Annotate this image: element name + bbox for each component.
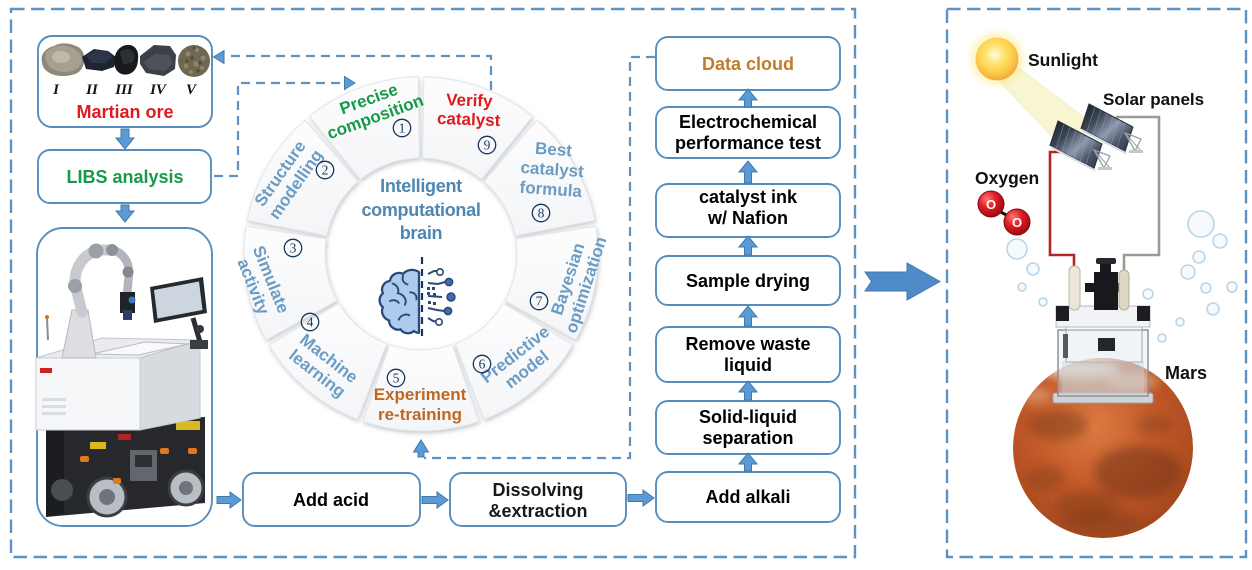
svg-text:formula: formula bbox=[519, 178, 583, 201]
svg-text:performance test: performance test bbox=[675, 133, 821, 153]
svg-text:Dissolving: Dissolving bbox=[492, 480, 583, 500]
svg-text:catalyst ink: catalyst ink bbox=[699, 187, 798, 207]
svg-text:Solid-liquid: Solid-liquid bbox=[699, 407, 797, 427]
svg-text:Experiment: Experiment bbox=[374, 385, 467, 404]
svg-text:separation: separation bbox=[702, 428, 793, 448]
svg-text:4: 4 bbox=[307, 315, 314, 330]
svg-text:re-training: re-training bbox=[378, 405, 462, 424]
svg-text:2: 2 bbox=[322, 163, 329, 178]
svg-text:Martian ore: Martian ore bbox=[76, 102, 173, 122]
svg-text:liquid: liquid bbox=[724, 355, 772, 375]
svg-text:Intelligent: Intelligent bbox=[380, 176, 462, 196]
svg-text:Best: Best bbox=[535, 139, 573, 161]
svg-text:LIBS analysis: LIBS analysis bbox=[66, 167, 183, 187]
svg-text:Add acid: Add acid bbox=[293, 490, 369, 510]
svg-text:7: 7 bbox=[536, 294, 543, 309]
svg-text:&extraction: &extraction bbox=[488, 501, 587, 521]
svg-text:Verify: Verify bbox=[446, 90, 493, 111]
svg-text:catalyst: catalyst bbox=[437, 109, 501, 130]
svg-text:Mars: Mars bbox=[1165, 363, 1207, 383]
svg-text:catalyst: catalyst bbox=[520, 158, 585, 181]
svg-text:computational: computational bbox=[361, 200, 480, 220]
svg-text:O: O bbox=[986, 197, 996, 212]
svg-text:Data cloud: Data cloud bbox=[702, 54, 794, 74]
svg-text:w/ Nafion: w/ Nafion bbox=[707, 208, 788, 228]
svg-text:IV: IV bbox=[149, 82, 168, 98]
svg-text:I: I bbox=[52, 82, 60, 98]
svg-text:V: V bbox=[186, 82, 198, 98]
svg-text:Solar panels: Solar panels bbox=[1103, 90, 1204, 109]
svg-text:Add alkali: Add alkali bbox=[705, 487, 790, 507]
svg-text:6: 6 bbox=[479, 357, 486, 372]
svg-text:O: O bbox=[1012, 215, 1022, 230]
svg-text:5: 5 bbox=[393, 371, 400, 386]
svg-text:9: 9 bbox=[484, 138, 491, 153]
svg-text:brain: brain bbox=[400, 223, 443, 243]
svg-text:III: III bbox=[114, 82, 134, 98]
svg-text:II: II bbox=[85, 82, 99, 98]
svg-text:Sample drying: Sample drying bbox=[686, 271, 810, 291]
svg-text:Sunlight: Sunlight bbox=[1028, 50, 1098, 70]
svg-text:1: 1 bbox=[399, 121, 406, 136]
svg-text:Remove waste: Remove waste bbox=[685, 334, 810, 354]
svg-text:Oxygen: Oxygen bbox=[975, 168, 1039, 188]
svg-text:3: 3 bbox=[290, 241, 297, 256]
svg-text:Electrochemical: Electrochemical bbox=[679, 112, 817, 132]
svg-text:8: 8 bbox=[538, 206, 545, 221]
